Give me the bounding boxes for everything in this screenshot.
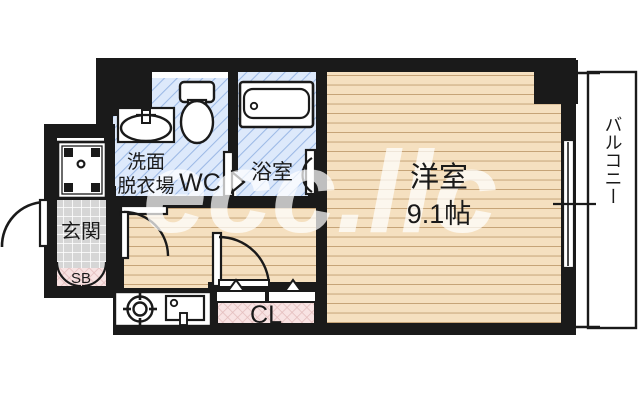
wall-closet-left	[208, 282, 218, 330]
wall-closet-right	[314, 282, 325, 330]
bath-folding-door	[301, 148, 317, 196]
wall-hall-left	[113, 196, 124, 335]
wall-left-outer	[44, 124, 57, 295]
wall-bath-right	[316, 66, 327, 208]
sink-faucet-icon	[179, 312, 188, 326]
toilet-bowl	[179, 99, 215, 145]
wall-wc-bath	[228, 72, 238, 172]
balcony-outline	[586, 70, 638, 330]
wall-entrance-bottom	[44, 286, 113, 298]
washroom-label-line2: 脱衣場	[117, 175, 174, 197]
shoe-box-floor	[57, 268, 106, 286]
wall-bottom	[113, 323, 576, 335]
kitchen-counter	[113, 290, 213, 328]
pan-foot-bl	[64, 183, 73, 192]
closet-folding-doors	[215, 278, 317, 303]
wc-pocket-door	[222, 150, 246, 198]
entrance-swing-door	[0, 198, 50, 248]
entrance-floor	[57, 200, 106, 273]
closet-hinge-right-icon	[283, 278, 303, 292]
wall-room-left-lower	[316, 208, 327, 335]
watermark-text: ecc.llc	[143, 127, 498, 257]
balcony-sliding-door	[553, 138, 596, 270]
main-room-size-label: 9.1帖	[407, 199, 472, 229]
pan-drain-icon	[76, 159, 86, 169]
toilet-label: WC	[179, 169, 221, 197]
balcony	[561, 70, 638, 330]
closet-label: CL	[250, 301, 282, 329]
oval-washbasin-icon	[116, 106, 176, 144]
walls	[44, 58, 578, 335]
bathroom-label: 浴室	[251, 160, 293, 184]
washing-machine-pan	[56, 140, 108, 200]
pan-foot-tl	[64, 148, 73, 157]
wall-entrance-right	[106, 186, 116, 298]
faucet-icon	[141, 109, 151, 124]
closet-hinge-left-icon	[226, 278, 246, 292]
wall-top	[96, 58, 576, 72]
entrance-label: 玄関	[61, 219, 101, 243]
main-room-label: 洋室	[410, 160, 468, 194]
wall-washroom-left	[104, 124, 115, 186]
washroom-label-line1: 洗面	[127, 151, 165, 173]
entrance-inner-doors	[55, 261, 108, 288]
gas-burner-icon	[123, 292, 157, 326]
bath-drain-icon	[249, 101, 259, 111]
bathtub-icon	[238, 80, 315, 129]
wall-upper-left-fill	[96, 72, 113, 138]
western-toilet-icon	[178, 80, 216, 145]
main-room-floor	[326, 66, 561, 335]
room-entry-door	[211, 231, 271, 288]
kitchen-sink-icon	[164, 294, 206, 326]
sink-drain-icon	[169, 298, 179, 308]
hall-to-room-door	[119, 204, 170, 260]
pillar-stem	[561, 96, 574, 130]
wall-bath-notch	[308, 186, 317, 208]
bath-door-arc-icon	[301, 157, 313, 193]
pan-foot-br	[91, 183, 100, 192]
pan-foot-tr	[91, 148, 100, 157]
balcony-label: バルコニー	[602, 115, 623, 205]
shoe-box-label: SB	[71, 270, 91, 287]
wc-door-arrow-icon	[230, 169, 246, 195]
